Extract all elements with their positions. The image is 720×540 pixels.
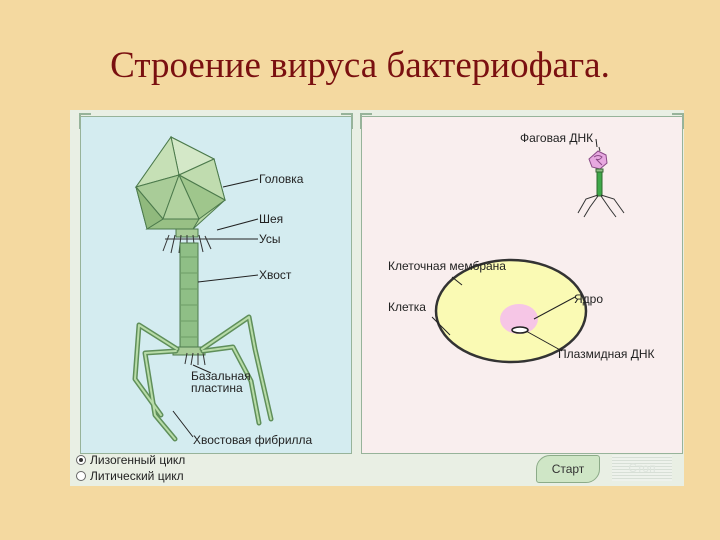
radio-lytic[interactable]: Литический цикл [76, 469, 184, 483]
cell-panel: Фаговая ДНК Клеточная мембрана Клетка Яд… [360, 113, 684, 454]
label-plasmid: Плазмидная ДНК [558, 347, 655, 361]
cell-diagram [431, 138, 625, 364]
phage-tail [179, 242, 199, 350]
panel-corner [672, 113, 684, 129]
label-baseplate-2: пластина [191, 381, 243, 395]
panel-corner [341, 113, 353, 129]
label-membrane: Клеточная мембрана [388, 259, 506, 273]
label-fibril: Хвостовая фибрилла [193, 433, 313, 447]
start-button[interactable]: Старт [536, 455, 600, 483]
label-baseplate-1: Базальная [191, 369, 251, 383]
slide-title: Строение вируса бактериофага. [110, 45, 610, 86]
label-nucleus: Ядро [574, 292, 604, 306]
simulation-window: Головка Шея Усы Хвост Базальная пластина… [70, 110, 684, 486]
phage-head-icon [134, 135, 226, 230]
radio-selected-icon[interactable] [76, 455, 86, 465]
label-phage-dna: Фаговая ДНК [520, 131, 594, 145]
radio-unselected-icon[interactable] [76, 471, 86, 481]
label-head: Головка [259, 172, 304, 186]
label-leaders [431, 138, 598, 352]
radio-lysogenic[interactable]: Лизогенный цикл [76, 453, 185, 467]
panel-corner [79, 113, 91, 129]
mini-phage-icon [577, 146, 625, 218]
label-leaders [172, 178, 259, 438]
label-neck: Шея [259, 212, 284, 226]
label-cell: Клетка [388, 300, 426, 314]
phage-structure-panel: Головка Шея Усы Хвост Базальная пластина… [79, 113, 353, 454]
cell-nucleus [500, 304, 538, 334]
radio-lytic-label: Литический цикл [90, 469, 184, 483]
panel-corner [360, 113, 372, 129]
label-tail: Хвост [259, 268, 292, 282]
plasmid-dna [511, 326, 529, 334]
label-whiskers: Усы [259, 232, 281, 246]
stop-button[interactable]: Стоп [612, 455, 672, 481]
radio-lysogenic-label: Лизогенный цикл [90, 453, 186, 467]
phage-diagram [132, 135, 274, 442]
